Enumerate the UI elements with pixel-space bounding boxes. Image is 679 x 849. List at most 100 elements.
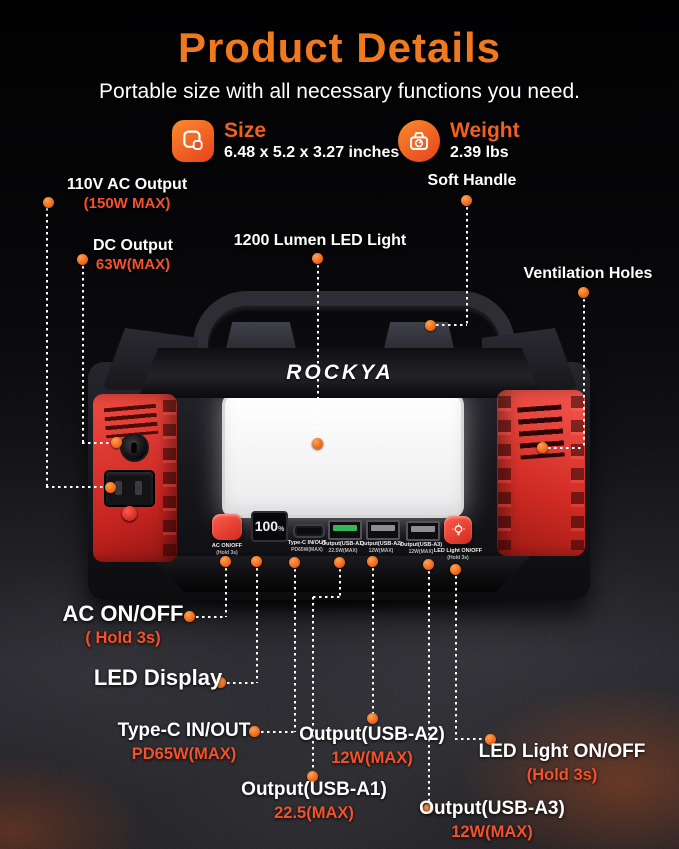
callout-ventilation-title: Ventilation Holes <box>523 265 653 282</box>
ac-outlet-slot <box>135 481 142 495</box>
callout-dot <box>537 442 548 453</box>
spec-size-label: Size <box>224 119 267 142</box>
callout-dot <box>111 437 122 448</box>
spec-size-text: Size 6.48 x 5.2 x 3.27 inches <box>224 119 400 162</box>
reset-button <box>122 506 137 521</box>
battery-display: 100% <box>251 511 288 542</box>
size-icon <box>172 120 214 163</box>
callout-ac-onoff-sub: ( Hold 3s) <box>85 629 161 648</box>
callout-line <box>82 266 84 443</box>
spec-size-value: 6.48 x 5.2 x 3.27 inches <box>224 144 400 162</box>
usb-a2-tongue <box>371 525 395 531</box>
callout-usb-a2: Output(USB-A2) 12W(MAX) <box>297 724 447 769</box>
callout-ventilation: Ventilation Holes <box>513 264 663 284</box>
callout-dot <box>367 713 378 724</box>
callout-line <box>256 568 258 683</box>
callout-ac-onoff: AC ON/OFF ( Hold 3s) <box>48 601 198 650</box>
callout-dot <box>251 556 262 567</box>
usb-a2-port <box>366 520 400 540</box>
battery-percent-value: 100 <box>254 518 279 534</box>
callout-dc-output: DC Output 63W(MAX) <box>73 236 193 274</box>
callout-line <box>372 568 374 714</box>
usb-a3-port <box>406 521 440 541</box>
callout-usb-a3-sub: 12W(MAX) <box>451 822 533 841</box>
led-button-label-text: LED Light ON/OFF <box>433 548 483 554</box>
right-panel-ridges-left <box>498 396 511 550</box>
callout-dot <box>312 438 323 449</box>
callout-line <box>294 569 296 732</box>
callout-ac-onoff-title: AC ON/OFF <box>62 601 184 626</box>
callout-ac-output: 110V AC Output (150W MAX) <box>52 175 202 213</box>
battery-percent-unit: % <box>278 526 285 533</box>
spec-weight-label: Weight <box>450 119 520 142</box>
right-side-panel <box>497 390 585 556</box>
led-light-button <box>444 516 472 544</box>
callout-dot <box>289 557 300 568</box>
led-button-label: LED Light ON/OFF (Hold 3s) <box>427 548 489 561</box>
ac-power-button <box>212 514 242 540</box>
callout-line <box>455 576 457 739</box>
callout-usb-a1: Output(USB-A1) 22.5(MAX) <box>238 779 390 824</box>
callout-line <box>196 616 226 618</box>
callout-usb-a3-title: Output(USB-A3) <box>419 798 565 819</box>
usb-a1-tongue <box>333 525 357 531</box>
callout-dc-output-sub: 63W(MAX) <box>95 256 171 273</box>
callout-dot <box>105 482 116 493</box>
callout-led-display: LED Display <box>83 665 233 691</box>
callout-ac-output-title: 110V AC Output <box>66 176 188 193</box>
callout-dot <box>334 557 345 568</box>
left-panel-ridges <box>163 400 176 556</box>
callout-dot <box>312 253 323 264</box>
callout-dot <box>423 559 434 570</box>
callout-line <box>339 569 341 597</box>
callout-line <box>548 447 584 449</box>
ac-button-label: AC ON/OFF (Hold 3s) <box>196 543 258 556</box>
callout-led-light: 1200 Lumen LED Light <box>225 231 415 251</box>
callout-usb-a1-title: Output(USB-A1) <box>241 779 387 800</box>
callout-led-onoff-sub: (Hold 3s) <box>526 765 598 784</box>
device-top-bar: ROCKYA <box>138 348 542 398</box>
type-c-port <box>293 524 325 538</box>
callout-dot <box>578 287 589 298</box>
callout-dc-output-title: DC Output <box>93 237 173 254</box>
ac-button-label-sub: (Hold 3s) <box>216 549 238 556</box>
led-button-label-sub: (Hold 3s) <box>447 554 469 561</box>
ac-button-label-text: AC ON/OFF <box>211 543 243 549</box>
callout-line <box>455 738 487 740</box>
callout-usb-a1-sub: 22.5(MAX) <box>274 803 354 822</box>
callout-line <box>82 442 114 444</box>
callout-soft-handle-title: Soft Handle <box>427 172 517 189</box>
callout-dot <box>461 195 472 206</box>
usb-a3-tongue <box>411 526 435 532</box>
ac-outlet-slot <box>115 481 122 495</box>
weight-icon <box>398 120 440 163</box>
spec-weight: Weight 2.39 lbs <box>398 119 520 163</box>
callout-led-light-title: 1200 Lumen LED Light <box>233 232 407 249</box>
callout-line <box>466 207 468 326</box>
callout-line <box>583 299 585 448</box>
callout-type-c-title: Type-C IN/OUT <box>117 720 251 741</box>
callout-led-display-title: LED Display <box>93 665 223 690</box>
callout-type-c-sub: PD65W(MAX) <box>131 744 237 763</box>
callout-line <box>46 486 107 488</box>
callout-dot <box>450 564 461 575</box>
callout-usb-a3: Output(USB-A3) 12W(MAX) <box>417 798 567 843</box>
brand-logo: ROCKYA <box>286 361 394 384</box>
led-light-panel <box>222 393 464 518</box>
callout-led-onoff-title: LED Light ON/OFF <box>478 741 646 762</box>
callout-line <box>317 265 319 441</box>
callout-ac-output-sub: (150W MAX) <box>83 195 171 212</box>
callout-dot <box>220 556 231 567</box>
dc-output-port <box>120 433 149 462</box>
callout-usb-a2-sub: 12W(MAX) <box>331 748 413 767</box>
callout-dot <box>425 320 436 331</box>
page-subtitle: Portable size with all necessary functio… <box>99 80 580 103</box>
spec-weight-value: 2.39 lbs <box>450 144 509 162</box>
dc-pin <box>131 441 137 453</box>
callout-line <box>225 568 227 617</box>
usb-a1-port <box>328 520 362 540</box>
callout-line <box>313 596 340 598</box>
callout-usb-a2-title: Output(USB-A2) <box>299 724 445 745</box>
callout-line <box>436 324 467 326</box>
